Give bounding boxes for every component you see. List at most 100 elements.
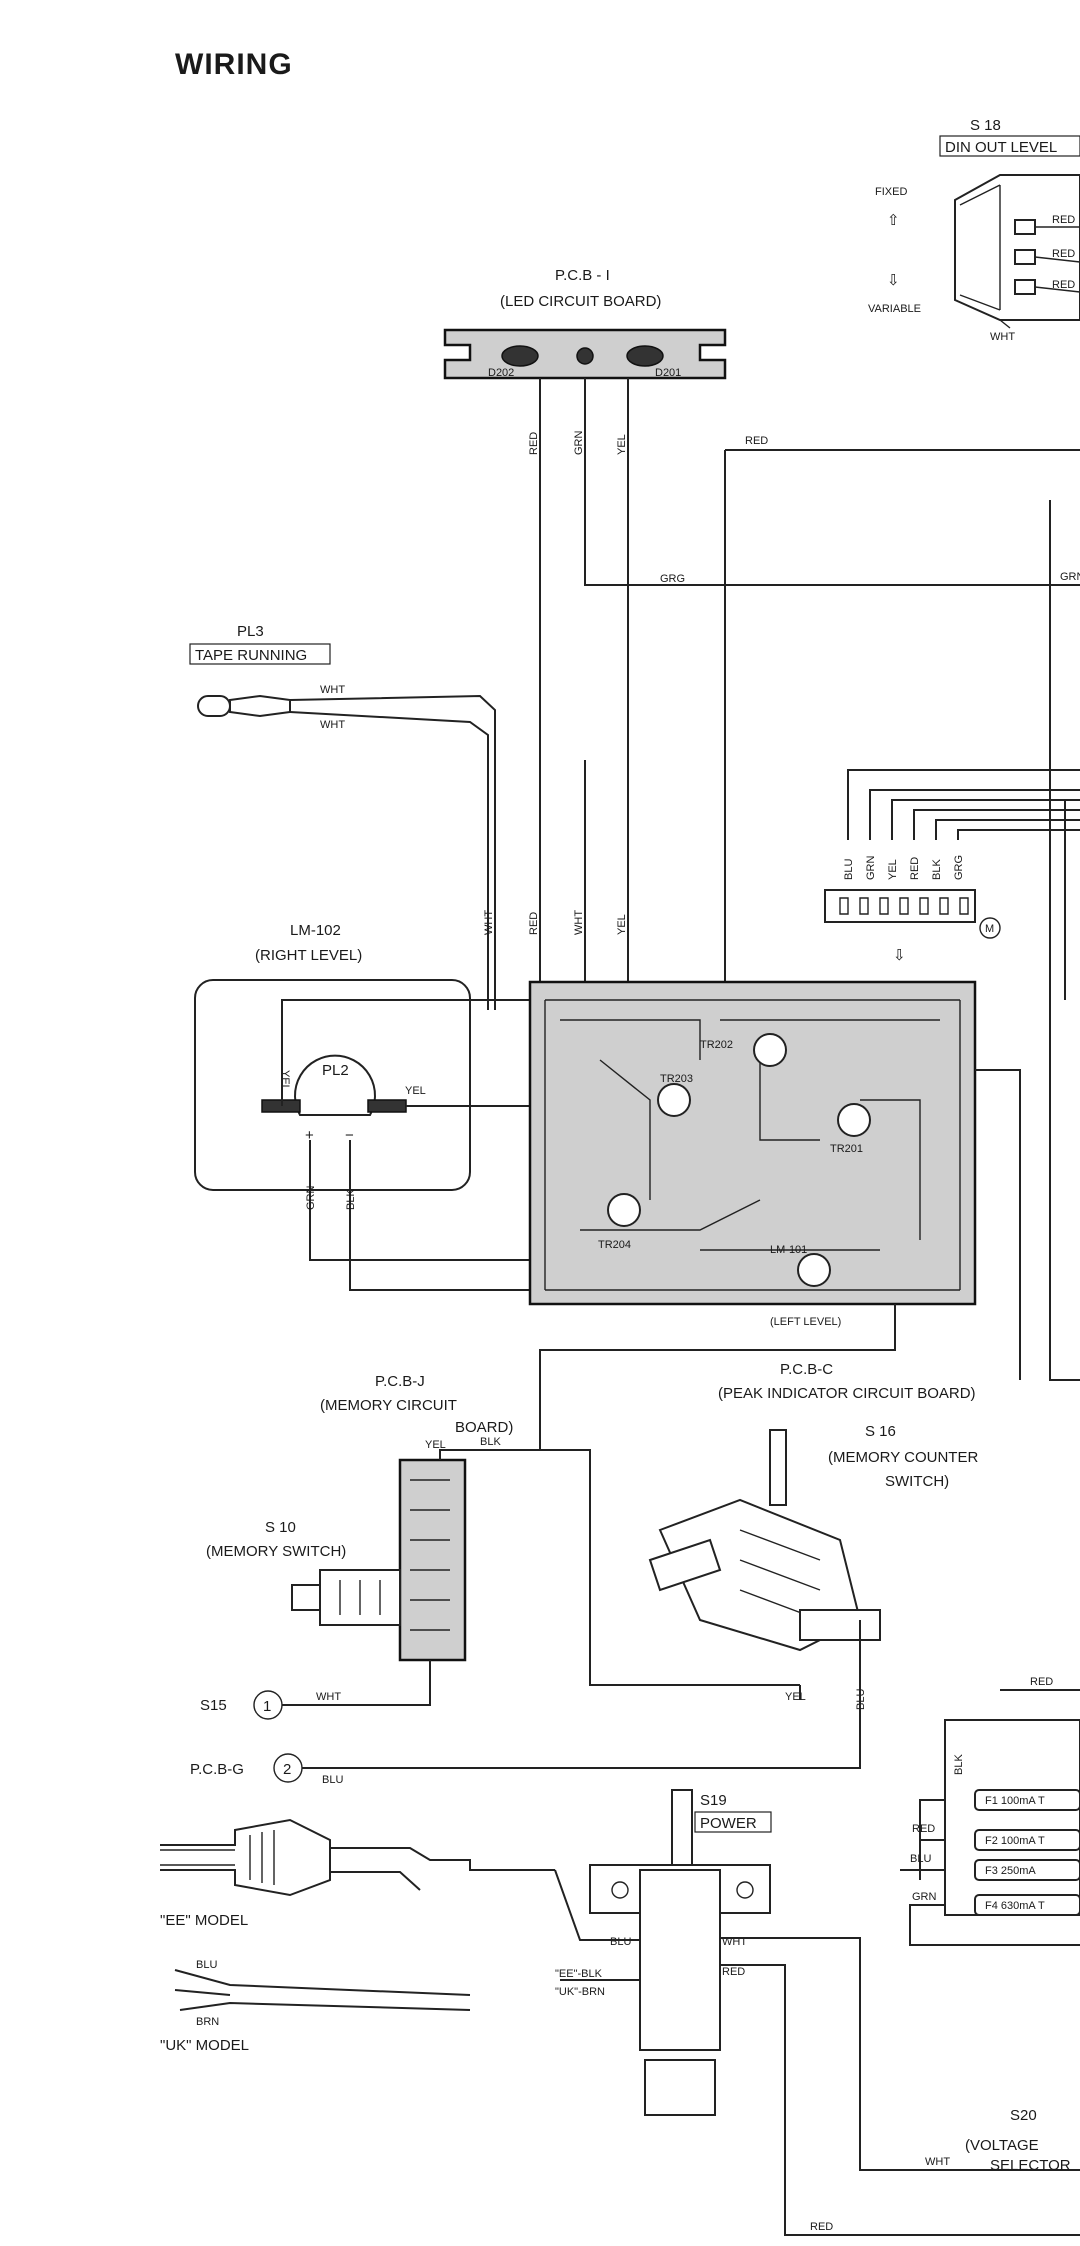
fuse-f4-label: F4 630mA T — [985, 1900, 1045, 1912]
wire-label-wht-5: WHT — [316, 1691, 341, 1703]
wire-label-blk-1: BLK — [345, 1189, 357, 1210]
uk-model-label: "UK" MODEL — [160, 2037, 249, 2054]
wire-label-wht-1: WHT — [320, 684, 345, 696]
m-symbol: M — [985, 923, 994, 935]
s18-terminal-3 — [1014, 279, 1036, 295]
wire-label-grn-2: GRN — [305, 1186, 317, 1211]
wire-s15-wht — [282, 1660, 431, 1706]
minus-terminal-icon: − — [345, 1127, 354, 1144]
wire-s19-wht — [720, 1937, 1080, 2171]
s16-bracket — [799, 1609, 881, 1641]
tr203-label: TR203 — [660, 1073, 693, 1085]
fuse-f3-label: F3 250mA — [985, 1865, 1036, 1877]
connector-arrow-icon: ⇩ — [893, 947, 906, 964]
fuse-block: F1 100mA T F2 100mA T F3 250mA F4 630mA … — [900, 1719, 1080, 1946]
s15-num: 1 — [263, 1698, 271, 1715]
fuse-wire-blk: BLK — [953, 1754, 965, 1775]
lm102-wire-yel: YEL — [279, 1070, 291, 1091]
pcb-j-wire-blk: BLK — [480, 1436, 501, 1448]
wire-pcbc-down — [539, 1304, 896, 1450]
ee-model-label: "EE" MODEL — [160, 1912, 248, 1929]
fuse-wire-red: RED — [912, 1823, 935, 1835]
ee-plug-ribs — [160, 1830, 275, 1885]
fuse-wires — [900, 1799, 1080, 1946]
ee-plug-body — [160, 1818, 331, 1897]
s15-label: S15 — [200, 1697, 227, 1714]
s10-memory-switch: S 10 (MEMORY SWITCH) — [206, 1519, 401, 1626]
s10-desc: (MEMORY SWITCH) — [206, 1543, 346, 1560]
s18-desc-box — [939, 135, 1080, 157]
wire-pcbj-yel — [439, 1449, 540, 1460]
pin-blu: BLU — [843, 859, 855, 880]
pcb-g-num: 2 — [283, 1761, 291, 1778]
wire-label-wht-6: WHT — [925, 2156, 950, 2168]
s18-switch-body — [954, 174, 1080, 321]
m-symbol-circle — [979, 917, 1001, 939]
lm102-right-level-meter: LM-102 (RIGHT LEVEL) PL2 + − YEL YEL — [194, 922, 471, 1191]
wire-red-top — [724, 449, 1080, 1000]
arrow-down-icon: ⇩ — [887, 272, 900, 289]
pin-red: RED — [909, 857, 921, 880]
wire-pcbj-blk — [465, 1449, 800, 1686]
s19-wire-blu: BLU — [610, 1936, 631, 1948]
s19-power-switch: S19 POWER BLU WHT RED "EE"-BLK "UK"-BRN — [555, 1789, 772, 2116]
s18-terminal-1 — [1014, 219, 1036, 235]
pl3-socket — [229, 694, 291, 718]
wire-pcbc-right — [975, 1069, 1080, 1381]
s20-label: S20 — [1010, 2107, 1037, 2124]
wire-label-yel-3: YEL — [785, 1691, 806, 1703]
fuse-f2 — [974, 1829, 1080, 1851]
s16-shaft — [769, 1429, 787, 1506]
s16-label: S 16 — [865, 1423, 896, 1440]
pcb-i-led-board: P.C.B - I (LED CIRCUIT BOARD) D202 D201 — [443, 267, 727, 380]
pcb-g-connection: P.C.B-G 2 BLU — [190, 1690, 861, 1786]
variable-label: VARIABLE — [868, 303, 921, 315]
s10-label: S 10 — [265, 1519, 296, 1536]
d202-label: D202 — [488, 367, 514, 379]
plus-terminal-icon: + — [305, 1127, 314, 1144]
uk-brn-label: "UK"-BRN — [555, 1986, 605, 1998]
s10-button — [291, 1584, 321, 1611]
s16-desc2: SWITCH) — [885, 1473, 949, 1490]
wire-label-gr-right: GRN — [1060, 571, 1080, 583]
s19-body — [639, 1869, 721, 2051]
pcb-c-main-board: TR202 TR203 TR201 TR204 LM-101 (LEFT LEV… — [528, 980, 977, 1328]
wire-label-yel-2: YEL — [616, 914, 628, 935]
wire-label-wht-2: WHT — [320, 719, 345, 731]
pcb-j-outline — [398, 1458, 467, 1662]
s19-desc: POWER — [700, 1815, 757, 1832]
s16-lever — [648, 1538, 722, 1592]
wire-pl2-yel-top — [281, 999, 540, 1106]
wire-pl3-wht-2 — [289, 711, 489, 1010]
s18-label: S 18 — [970, 117, 1001, 134]
tr202-transistor — [753, 1033, 787, 1067]
lm101-label: LM-101 — [770, 1244, 807, 1256]
s18-switch-edges — [959, 184, 1001, 311]
tr204-transistor — [607, 1193, 641, 1227]
uk-cable-wires — [174, 1969, 471, 2011]
s18-wires — [999, 226, 1080, 329]
pcb-i-center-pad — [576, 347, 594, 365]
s18-wire-red-2: RED — [1052, 248, 1075, 260]
pl2-lamp — [294, 1054, 376, 1116]
wire-label-yel-1: YEL — [616, 434, 628, 455]
pcb-j-label: P.C.B-J — [375, 1373, 425, 1390]
fuse-f1 — [974, 1789, 1080, 1811]
lm101-meter — [797, 1253, 831, 1287]
pcb-j-desc1: (MEMORY CIRCUIT — [320, 1397, 457, 1414]
pl3-bulb — [197, 695, 231, 717]
uk-model-cable: BLU BRN "UK" MODEL — [160, 1959, 471, 2054]
fuse-f1-label: F1 100mA T — [985, 1795, 1045, 1807]
pin-grn: GRN — [865, 856, 877, 881]
wire-pl3-wht-1 — [289, 694, 496, 1010]
tr201-transistor — [837, 1103, 871, 1137]
pl3-tape-running-lamp: PL3 TAPE RUNNING WHT WHT — [189, 623, 496, 1010]
tr203-transistor — [657, 1083, 691, 1117]
page-title: WIRING — [175, 48, 293, 81]
fixed-label: FIXED — [875, 186, 907, 198]
pcb-c-traces — [544, 999, 961, 1291]
pcb-i-desc: (LED CIRCUIT BOARD) — [500, 293, 661, 310]
pin-yel: YEL — [887, 859, 899, 880]
pl3-label: PL3 — [237, 623, 264, 640]
s18-wire-red-3: RED — [1052, 279, 1075, 291]
